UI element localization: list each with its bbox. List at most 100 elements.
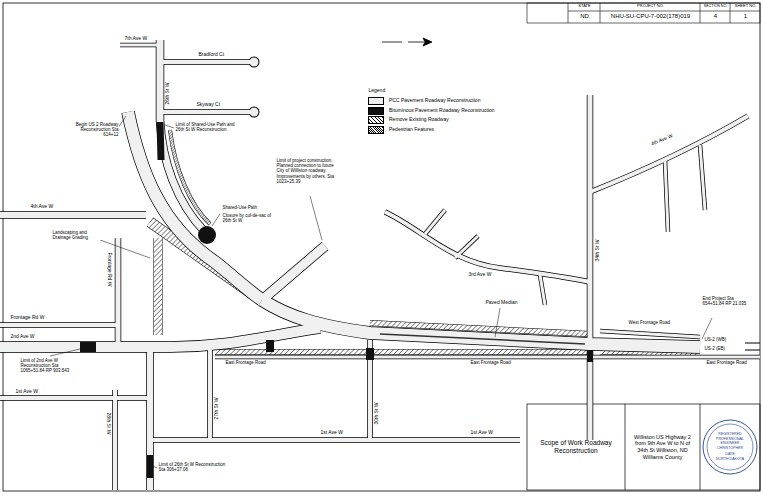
street-name: 28th St W [105, 412, 111, 435]
callout-note: Shared-Use Path [222, 205, 258, 210]
table-cell: ND [568, 13, 601, 20]
header-table [527, 3, 760, 23]
map-figure [495, 308, 500, 337]
map-figure [625, 404, 626, 490]
map-figure [0, 395, 150, 401]
map-figure [128, 112, 262, 300]
map-figure [154, 238, 163, 335]
map-figure [310, 196, 322, 240]
table-cell: PROJECT NO. [600, 4, 701, 9]
map-figure [207, 347, 213, 440]
map-figure [128, 112, 262, 300]
map-figure [153, 466, 157, 468]
legend-row: Remove Existing Roadway [368, 116, 449, 124]
callout-note: Closure by cul-de-sac of 26th St W [222, 213, 273, 223]
map-figure [0, 212, 146, 218]
legend-row: Bituminous Pavement Roadway Reconstructi… [368, 107, 495, 115]
map-figure [250, 108, 259, 117]
map-figure [600, 331, 700, 337]
map-figure [249, 107, 260, 118]
map-figure [147, 455, 153, 478]
road-outlines [0, 40, 760, 490]
callout-note: End Project Sta 654+51.84 RP 21.035 [702, 296, 755, 306]
engineer-stamp: REGISTERED PROFESSIONAL ENGINEERCHRISTOP… [702, 419, 758, 475]
map-figure [116, 238, 121, 347]
map-figure [600, 3, 601, 23]
street-name: 26th St W [165, 82, 171, 105]
map-figure [262, 246, 325, 300]
map-figure [160, 109, 250, 115]
map-figure [154, 238, 162, 335]
map-figure [262, 246, 325, 300]
map-figure [745, 343, 760, 350]
street-name: 1st Ave W [320, 430, 343, 436]
table-cell: NHU-SU-CPU-7-002(178)019 [600, 13, 701, 20]
stamp-ring [703, 420, 757, 474]
street-name: 30th St W [374, 402, 380, 425]
map-figure [249, 57, 260, 68]
map-figure [527, 404, 760, 490]
stamp-text: CHRISTOPHER [717, 446, 743, 450]
map-figure [118, 116, 126, 128]
map-figure [215, 356, 760, 359]
legend-text: PCC Pavement Roadway Reconstruction [389, 98, 480, 104]
stamp-text: DATE [725, 452, 734, 456]
callout-note: Limit of project construction. Planned c… [276, 158, 339, 184]
map-figure [730, 3, 731, 23]
map-figure [266, 340, 274, 352]
street-name: US-2 (WB) [704, 337, 727, 342]
stamp-ring [707, 424, 753, 470]
map-figure [590, 116, 748, 192]
map-figure [147, 347, 153, 490]
map-figure [120, 43, 160, 48]
legend-text: Remove Existing Roadway [389, 117, 449, 123]
title-box: Williston US Highway 2 from 9th Ave W to… [625, 404, 700, 490]
map-figure [262, 300, 700, 347]
title-text: Scope of Work Roadway Reconstruction [532, 439, 620, 455]
map-figure [700, 404, 701, 490]
map-figure [665, 160, 668, 232]
map-figure [600, 331, 700, 337]
street-name: Bradford Ct [198, 52, 225, 58]
street-name: Frontage Rd W [106, 252, 112, 287]
map-figure [568, 11, 760, 12]
map-figure [112, 390, 118, 490]
map-figure [0, 323, 118, 327]
legend-text: Bituminous Pavement Roadway Reconstructi… [389, 108, 495, 114]
table-cell: SECTION NO. [700, 4, 731, 8]
callout-note: Limit of 26th St W Reconstruction Sta 30… [158, 462, 231, 472]
map-figure [160, 59, 250, 65]
street-name: 1st Ave W [470, 430, 493, 436]
map-figure [150, 437, 520, 443]
map-figure [160, 122, 161, 160]
map-figure [385, 212, 590, 282]
node-content: Scope of Work Roadway Reconstruction [532, 438, 620, 456]
leader-lines [50, 116, 712, 468]
map-figure [146, 347, 154, 490]
map-figure [115, 238, 122, 347]
sheet-border [3, 3, 760, 491]
callout-note: Landscaping and Drainage Grading [52, 230, 101, 240]
legend-heading: Legend [368, 88, 386, 94]
street-name: 27th St W [214, 397, 220, 420]
map-figure [80, 342, 96, 352]
map-figure [590, 116, 748, 192]
map-figure [385, 212, 590, 282]
map-figure [0, 322, 118, 328]
map-figure [160, 40, 205, 232]
bituminous-pavement [80, 122, 593, 478]
map-figure [0, 396, 150, 400]
map-figure [588, 95, 593, 440]
road-fills [0, 40, 760, 490]
table-cell: 4 [700, 13, 731, 20]
map-figure [198, 226, 216, 244]
map-figure [527, 3, 760, 23]
stamp-text: NORTH DAKOTA [716, 457, 744, 461]
title-box: Scope of Work Roadway Reconstruction [527, 404, 625, 490]
map-figure [700, 3, 701, 23]
callout-note: Limit of Shared-Use Path and 26th St W R… [175, 122, 236, 132]
map-figure [120, 44, 160, 47]
table-cell: 1 [730, 13, 761, 20]
